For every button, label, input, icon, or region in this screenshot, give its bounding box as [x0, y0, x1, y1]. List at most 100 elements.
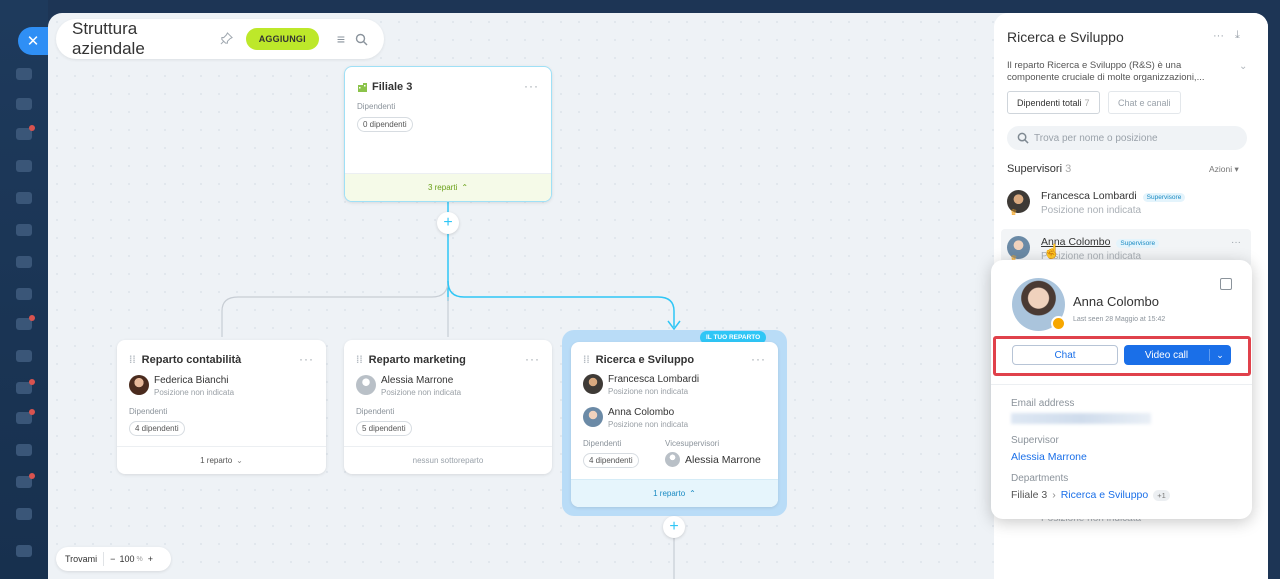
- more-icon[interactable]: ···: [299, 352, 314, 366]
- person-name[interactable]: Anna Colombo: [1041, 236, 1111, 248]
- department-card[interactable]: ⁞⁞ Reparto contabilità ··· Federica Bian…: [117, 340, 326, 474]
- chevron-down-icon[interactable]: ⌄: [1239, 61, 1248, 72]
- role-badge: Supervisore: [1142, 193, 1186, 202]
- card-title: Ricerca e Sviluppo: [595, 354, 695, 366]
- menu-icon[interactable]: [16, 409, 35, 424]
- pin-icon[interactable]: [220, 32, 234, 46]
- zoom-out-button[interactable]: −: [110, 554, 116, 564]
- menu-icon[interactable]: [16, 160, 32, 172]
- menu-icon[interactable]: [16, 473, 35, 488]
- more-icon[interactable]: ···: [1213, 30, 1224, 42]
- chevron-right-icon: ›: [1052, 489, 1056, 501]
- menu-icon[interactable]: [16, 125, 35, 140]
- panel-title: Ricerca e Sviluppo: [1007, 29, 1124, 45]
- close-button[interactable]: ✕: [18, 27, 48, 55]
- your-department-badge: IL TUO REPARTO: [700, 331, 767, 344]
- close-icon: ✕: [26, 33, 40, 50]
- add-button[interactable]: AGGIUNGI: [245, 28, 319, 50]
- supervisor-link[interactable]: Alessia Marrone: [1011, 451, 1087, 463]
- department-parent[interactable]: Filiale 3: [1011, 489, 1048, 501]
- zoom-in-button[interactable]: +: [147, 554, 153, 564]
- card-title: Reparto contabilità: [141, 354, 242, 366]
- divider: [1209, 349, 1210, 361]
- zoom-value: 100: [119, 554, 135, 564]
- zoom-control: Trovami − 100 % +: [56, 547, 171, 571]
- deputy-label: Vicesupervisori: [665, 439, 720, 448]
- supervisor-row[interactable]: ♛ Anna Colombo Supervisore Posizione non…: [1007, 236, 1160, 263]
- left-sidebar: [0, 0, 48, 579]
- department-card[interactable]: ⁞⁞ Reparto marketing ··· Alessia Marrone…: [344, 340, 552, 474]
- avatar: ♛: [1007, 190, 1030, 217]
- search-icon[interactable]: [355, 33, 368, 46]
- employees-count[interactable]: 4 dipendenti: [583, 453, 639, 468]
- chat-button[interactable]: Chat: [1012, 345, 1118, 365]
- avatar: [665, 452, 680, 467]
- menu-icon[interactable]: [16, 256, 32, 268]
- caret-down-icon: ▾: [1234, 164, 1239, 174]
- departments-toggle[interactable]: 3 reparti ⌃: [345, 173, 551, 201]
- department-head[interactable]: Federica Bianchi Posizione non indicata: [129, 375, 234, 397]
- employees-label: Dipendenti: [356, 407, 395, 416]
- open-profile-icon[interactable]: [1220, 278, 1232, 290]
- subdepartments-status: nessun sottoreparto: [344, 446, 552, 474]
- tab-chats[interactable]: Chat e canali: [1108, 91, 1181, 114]
- drag-handle-icon[interactable]: ⁞⁞: [583, 354, 590, 366]
- department-path: Filiale 3 › Ricerca e Sviluppo +1: [1011, 489, 1170, 501]
- person-position: Posizione non indicata: [381, 388, 462, 397]
- employees-label: Dipendenti: [357, 102, 396, 111]
- role-badge: Supervisore: [1116, 239, 1160, 248]
- supervisor-label: Supervisor: [1011, 435, 1059, 446]
- collapse-icon[interactable]: ⤓: [1235, 29, 1240, 41]
- menu-icon[interactable]: [16, 192, 32, 204]
- tab-label: Chat e canali: [1118, 97, 1171, 108]
- menu-icon[interactable]: [16, 68, 32, 80]
- more-icon[interactable]: ···: [1231, 237, 1241, 248]
- menu-icon[interactable]: [16, 315, 35, 330]
- department-head[interactable]: Anna Colombo Posizione non indicata: [583, 407, 688, 429]
- supervisor-row[interactable]: ♛ Francesca Lombardi Supervisore Posizio…: [1007, 190, 1186, 217]
- more-icon[interactable]: ···: [751, 352, 766, 366]
- menu-icon[interactable]: [16, 379, 35, 394]
- menu-icon[interactable]: [16, 508, 32, 520]
- video-call-button[interactable]: Video call ⌄: [1124, 345, 1231, 365]
- subdepartments-toggle[interactable]: 1 reparto ⌄: [117, 446, 326, 474]
- departments-label: Departments: [1011, 473, 1069, 484]
- branch-card[interactable]: Filiale 3 ··· Dipendenti 0 dipendenti 3 …: [344, 66, 552, 202]
- department-card[interactable]: ⁞⁞ Ricerca e Sviluppo ··· Francesca Lomb…: [571, 342, 778, 507]
- find-me-button[interactable]: Trovami: [65, 554, 98, 564]
- deputy-person[interactable]: Alessia Marrone: [665, 452, 761, 467]
- department-head[interactable]: Francesca Lombardi Posizione non indicat…: [583, 374, 699, 396]
- employee-search-input[interactable]: Trova per nome o posizione: [1007, 126, 1247, 150]
- subdepartments-toggle[interactable]: 1 reparto ⌃: [571, 479, 778, 507]
- menu-icon[interactable]: [16, 98, 32, 110]
- menu-icon[interactable]: [16, 545, 32, 557]
- department-head[interactable]: Alessia Marrone Posizione non indicata: [356, 375, 461, 397]
- menu-icon[interactable]: [16, 350, 32, 362]
- tab-employees[interactable]: Dipendenti totali 7: [1007, 91, 1100, 114]
- add-child-button[interactable]: +: [437, 212, 459, 234]
- more-departments-badge[interactable]: +1: [1153, 489, 1170, 501]
- person-position: Posizione non indicata: [1041, 251, 1142, 262]
- employees-count[interactable]: 5 dipendenti: [356, 421, 412, 436]
- menu-icon[interactable]: [16, 288, 32, 300]
- person-name: Francesca Lombardi: [608, 374, 700, 385]
- person-name: Federica Bianchi: [154, 375, 229, 386]
- card-title: Filiale 3: [372, 81, 413, 93]
- drag-handle-icon[interactable]: ⁞⁞: [356, 354, 363, 366]
- employees-count[interactable]: 0 dipendenti: [357, 117, 413, 132]
- employees-count[interactable]: 4 dipendenti: [129, 421, 185, 436]
- person-position: Posizione non indicata: [154, 388, 235, 397]
- menu-icon[interactable]: [16, 444, 32, 456]
- person-name: Alessia Marrone: [685, 453, 761, 466]
- section-count: 3: [1065, 163, 1072, 175]
- more-icon[interactable]: ···: [524, 79, 539, 93]
- department-link[interactable]: Ricerca e Sviluppo: [1060, 489, 1149, 501]
- chevron-down-icon[interactable]: ⌄: [1216, 349, 1224, 360]
- avatar: [129, 375, 149, 395]
- menu-icon[interactable]: ≡: [336, 31, 345, 47]
- more-icon[interactable]: ···: [525, 352, 540, 366]
- drag-handle-icon[interactable]: ⁞⁞: [129, 354, 136, 366]
- add-child-button[interactable]: +: [663, 516, 685, 538]
- actions-dropdown[interactable]: Azioni ▾: [1209, 164, 1239, 175]
- menu-icon[interactable]: [16, 224, 32, 236]
